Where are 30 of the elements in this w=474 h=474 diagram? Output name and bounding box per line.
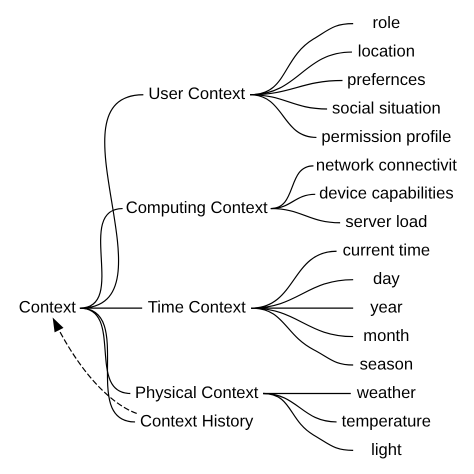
node-text: day (372, 269, 400, 288)
node-text: prefernces (347, 70, 426, 89)
node-text: permission profile (321, 126, 452, 146)
node-text: Computing Context (126, 198, 268, 217)
node-text: role (372, 13, 400, 32)
node-text: season (360, 354, 414, 374)
connector (251, 308, 354, 366)
node-text: Context History (140, 411, 254, 430)
node-text: location (358, 41, 415, 60)
node-text: social situation (332, 98, 441, 118)
node-text: Time Context (148, 298, 246, 317)
node-text: network connectivit (316, 155, 457, 174)
node-text: Physical Context (134, 382, 258, 402)
node-text: month (363, 326, 410, 345)
node-text: light (371, 440, 402, 459)
connector (80, 308, 136, 422)
connector (263, 392, 354, 451)
node-text: year (370, 298, 402, 317)
node-text: weather (356, 382, 416, 402)
node-text: User Context (148, 84, 246, 104)
arrow (52, 317, 137, 414)
node-text: server load (345, 212, 428, 232)
node-text: temperature (342, 411, 432, 430)
connector (270, 208, 340, 224)
connector (270, 165, 314, 210)
node-text: Context (18, 298, 76, 317)
node-text: current time (342, 240, 430, 260)
connector (250, 94, 328, 110)
node-text: device capabilities (319, 184, 454, 203)
connector (250, 94, 316, 138)
